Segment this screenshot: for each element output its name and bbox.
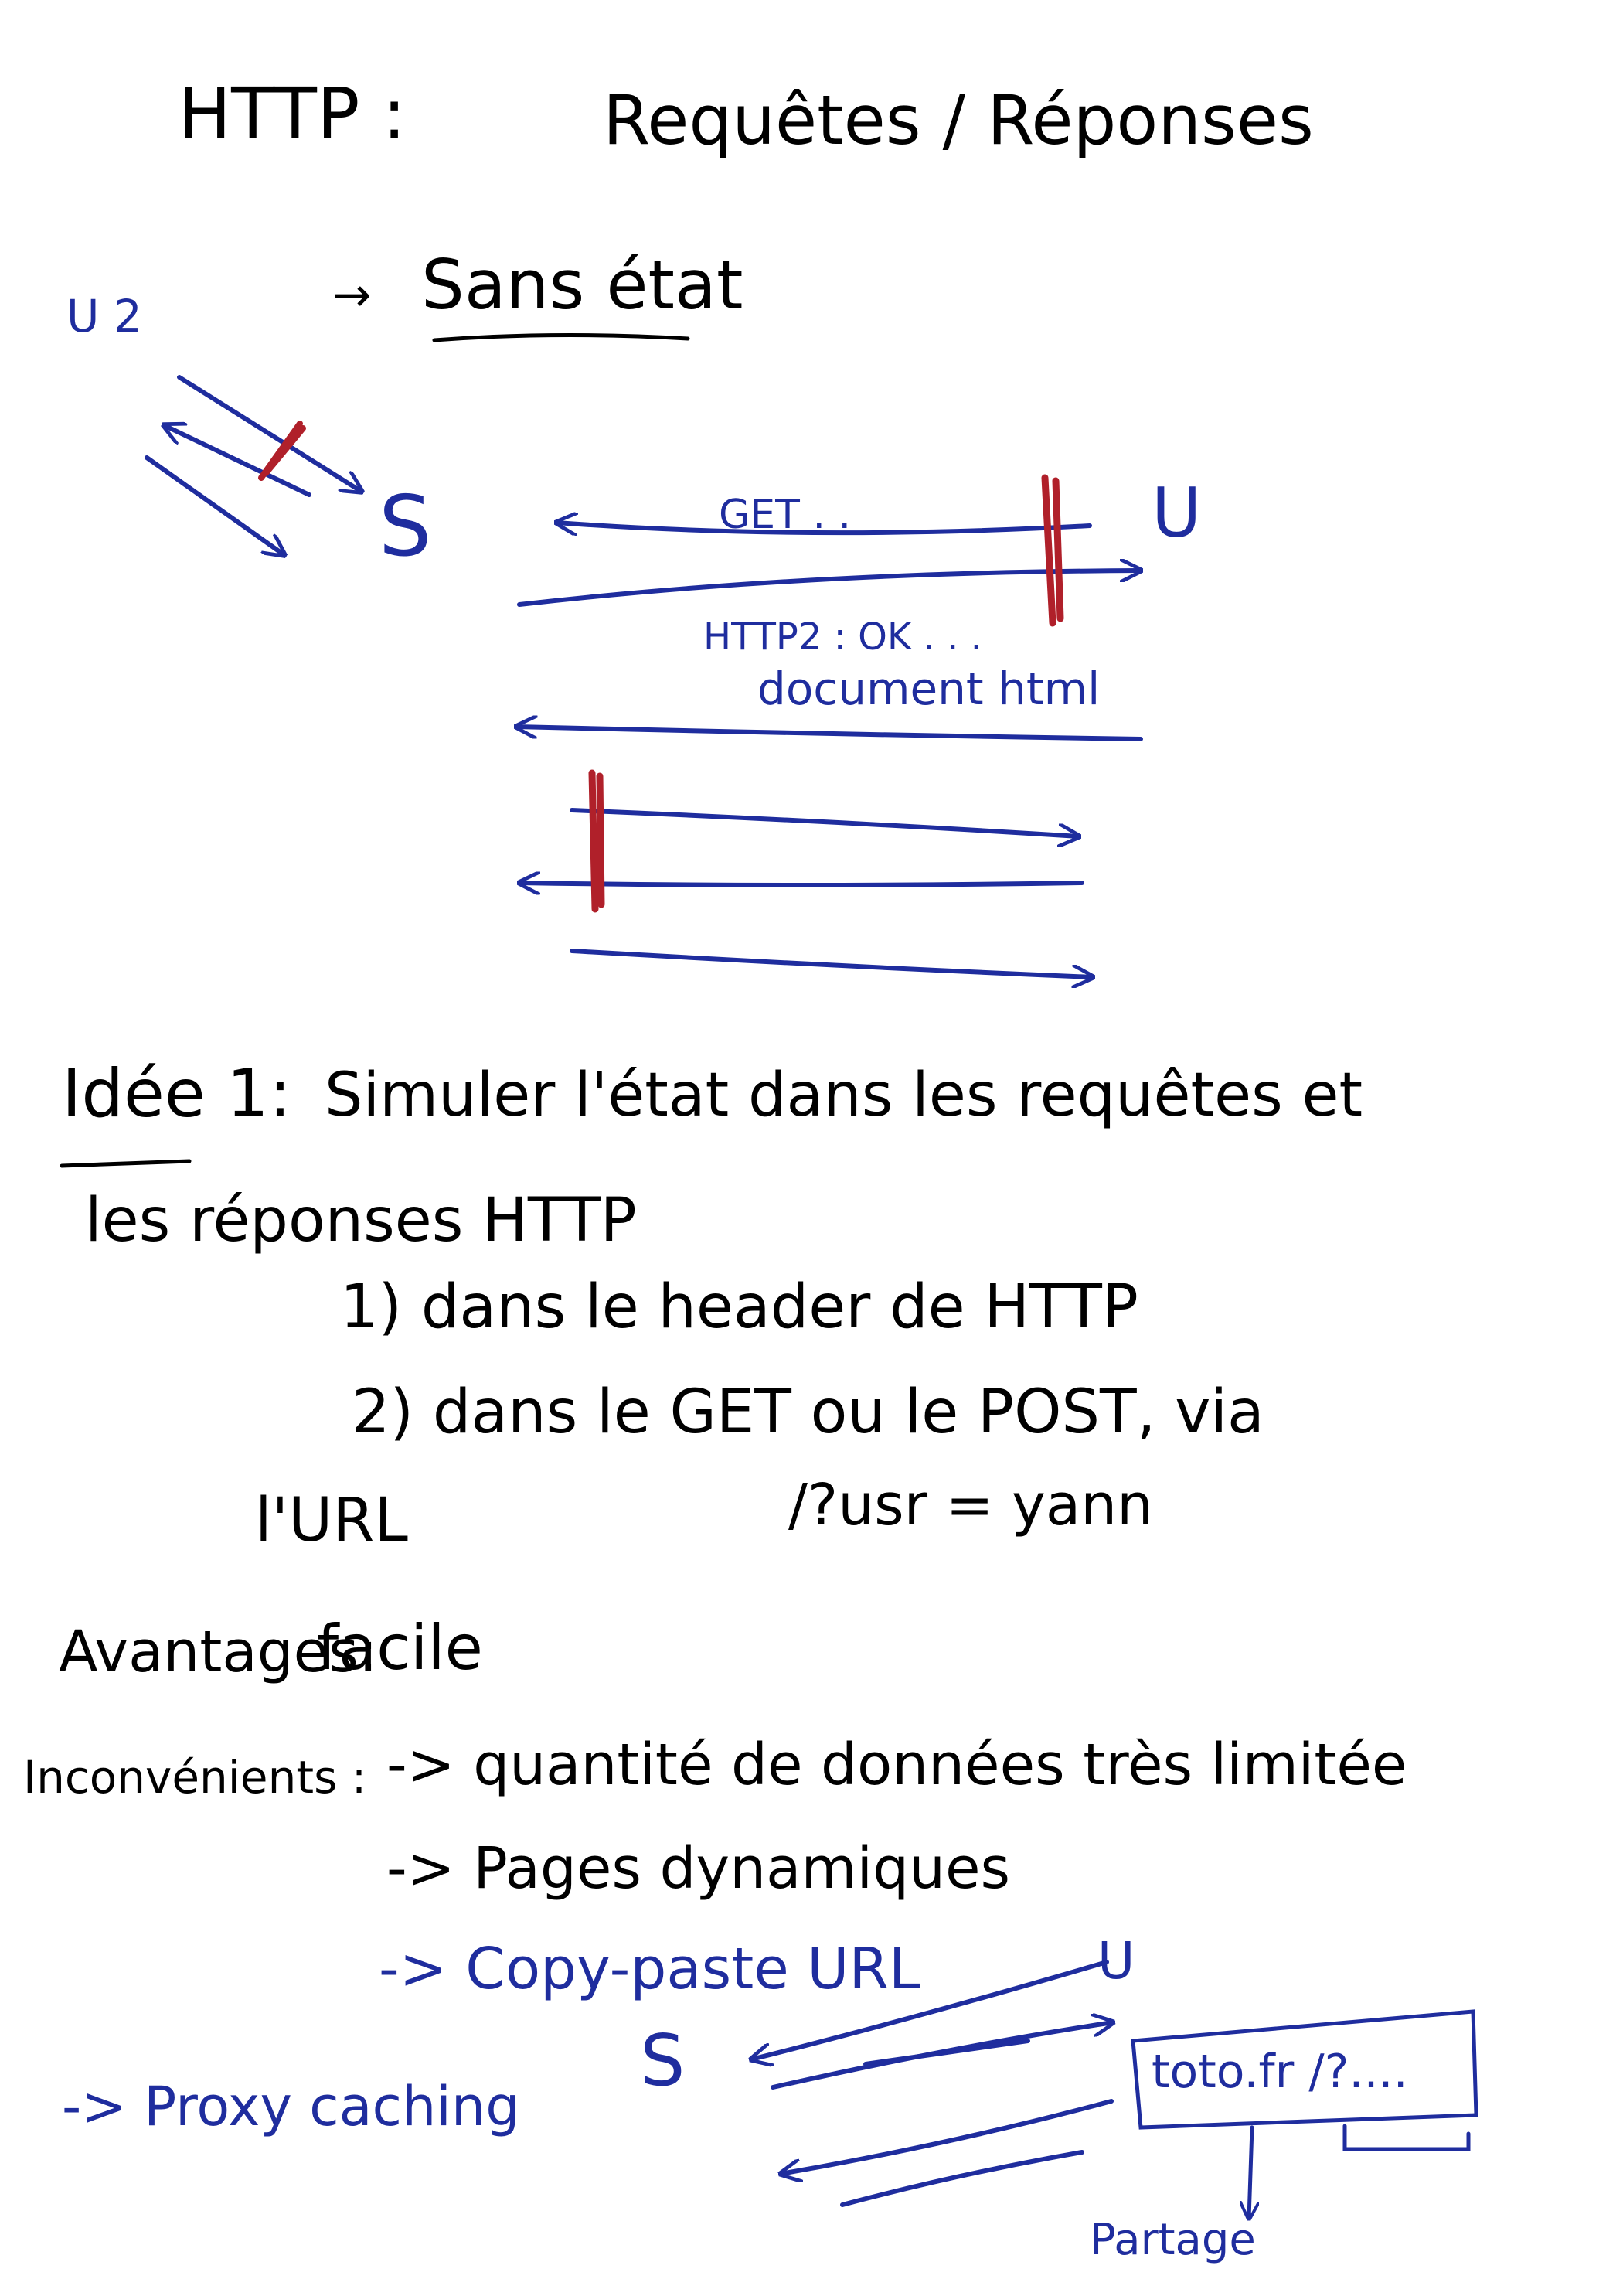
http-response-label: HTTP2 : OK . . . <box>703 615 982 659</box>
get-request-label: GET . . <box>719 492 852 538</box>
bottom-server-label: S <box>640 2019 686 2102</box>
idea-text: Simuler l'état dans les requêtes et <box>325 1061 1363 1130</box>
response-document-label: document html <box>757 663 1101 715</box>
page-title: HTTP : <box>178 73 407 155</box>
server-label: S <box>379 479 432 575</box>
drawback-item: -> Copy-paste URL <box>379 1936 921 2002</box>
url-box <box>1131 2009 1478 2219</box>
advantages-value: facile <box>317 1612 483 1684</box>
advantages-label: Avantages: <box>59 1619 378 1685</box>
idea-text-line2: les réponses HTTP <box>85 1186 637 1255</box>
drawbacks-label: Inconvénients : <box>23 1751 367 1804</box>
url-label: l'URL <box>255 1486 408 1555</box>
idea-label: Idée 1: <box>62 1055 291 1133</box>
idea-underline <box>60 1159 192 1168</box>
url-example: /?usr = yann <box>788 1472 1154 1538</box>
red-connection-marks <box>588 474 1064 913</box>
page-subtitle: Sans état <box>421 245 743 325</box>
user-label: U <box>1152 473 1202 553</box>
drawback-item: -> quantité de données très limitée <box>386 1732 1407 1798</box>
drawback-item: -> Pages dynamiques <box>386 1835 1011 1902</box>
bottom-user-label: U <box>1097 1931 1135 1991</box>
subtitle-arrow: → <box>332 268 372 322</box>
drawback-item: -> Proxy caching <box>62 2075 520 2138</box>
u2-server-arrows <box>145 375 362 555</box>
share-label: Partage <box>1090 2215 1256 2265</box>
idea-point-2: 2) dans le GET ou le POST, via <box>352 1378 1264 1447</box>
user2-label: U 2 <box>66 290 142 342</box>
red-cut-mark <box>258 421 306 481</box>
server-user-arrows <box>516 523 1141 977</box>
subtitle-underline <box>432 332 690 342</box>
page-title-right: Requêtes / Réponses <box>603 80 1314 160</box>
url-box-text: toto.fr /?.... <box>1152 2045 1408 2099</box>
idea-point-1: 1) dans le header de HTTP <box>340 1272 1138 1342</box>
bottom-arrows <box>751 1960 1113 2207</box>
